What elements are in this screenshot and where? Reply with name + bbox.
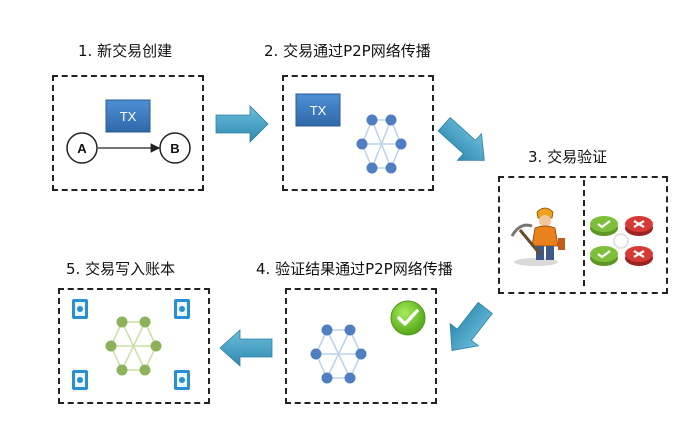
node-a — [66, 132, 98, 164]
invalid-button — [625, 216, 653, 236]
ledger-book-icon — [174, 370, 190, 390]
step-2-title: 2. 交易通过P2P网络传播 — [264, 42, 431, 60]
green-check-icon — [390, 300, 426, 336]
step-4-title: 4. 验证结果通过P2P网络传播 — [256, 260, 453, 278]
ledger-book-icon — [72, 370, 88, 390]
step-2-content: TX — [295, 93, 407, 174]
step-3-title: 3. 交易验证 — [528, 148, 608, 166]
step-4-content — [310, 300, 426, 384]
tx-box — [295, 93, 341, 127]
watermark-icon — [613, 233, 629, 249]
node-a-label: A — [77, 141, 87, 156]
block-arrow-icon — [219, 329, 273, 367]
p2p-network-nodes — [310, 324, 367, 384]
ledger-network-nodes — [105, 316, 162, 376]
node-b-label: B — [170, 141, 179, 156]
step-5-title: 5. 交易写入账本 — [66, 260, 176, 278]
tx-box — [105, 99, 151, 133]
ledger-network-edges — [110, 321, 157, 371]
step-1-content: TX A B — [66, 99, 191, 164]
invalid-button — [625, 246, 653, 266]
tx-label: TX — [310, 103, 327, 118]
block-arrow-icon — [215, 105, 269, 143]
ledger-book-icon — [174, 299, 190, 319]
block-arrow-icon — [437, 117, 485, 161]
step-5-content — [72, 299, 190, 390]
step-1-title: 1. 新交易创建 — [78, 42, 173, 60]
block-arrow-icon — [449, 301, 493, 351]
valid-button — [590, 216, 618, 236]
miner-icon — [510, 207, 565, 266]
step-3-content — [510, 180, 653, 290]
p2p-network-edges — [315, 329, 362, 379]
p2p-network-edges — [361, 119, 402, 169]
valid-button — [590, 246, 618, 266]
tx-label: TX — [120, 109, 137, 124]
p2p-network-nodes — [356, 114, 407, 174]
ledger-book-icon — [72, 299, 88, 319]
node-b — [159, 132, 191, 164]
